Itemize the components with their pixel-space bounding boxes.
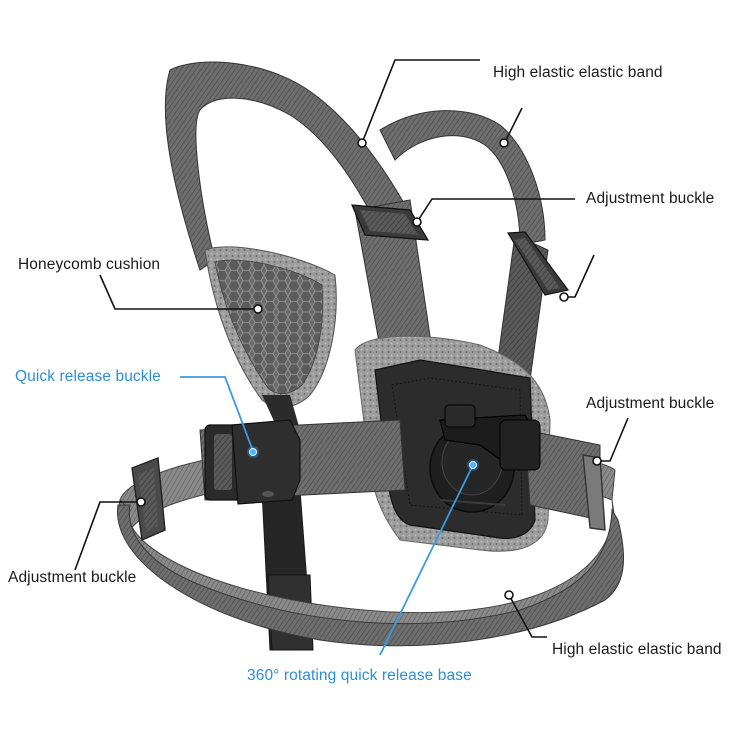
blue-callout-lines [180,376,474,656]
top-right-shoulder-buckle [506,231,570,296]
callout-lines [74,59,629,638]
callout-honeycomb-cushion: Honeycomb cushion [18,256,161,273]
callout-high-elastic-band-bottom: High elastic elastic band [552,641,722,658]
rotating-quick-release-base [429,404,541,513]
callout-high-elastic-band-top: High elastic elastic band [493,64,663,81]
quick-release-buckle [204,419,301,505]
blue-callout-dots [247,446,479,471]
top-left-shoulder-buckle [351,204,430,241]
callout-quick-release-buckle: Quick release buckle [15,368,161,385]
callout-adjustment-buckle-right: Adjustment buckle [586,395,715,412]
left-shoulder-strap [164,61,406,271]
right-belt-buckle [582,454,606,531]
callout-rotating-base: 360° rotating quick release base [247,667,472,684]
callout-adjustment-buckle-left: Adjustment buckle [8,569,137,586]
callout-adjustment-buckle-top: Adjustment buckle [586,190,715,207]
left-belt-buckle [131,457,166,542]
callout-dots [136,138,602,600]
